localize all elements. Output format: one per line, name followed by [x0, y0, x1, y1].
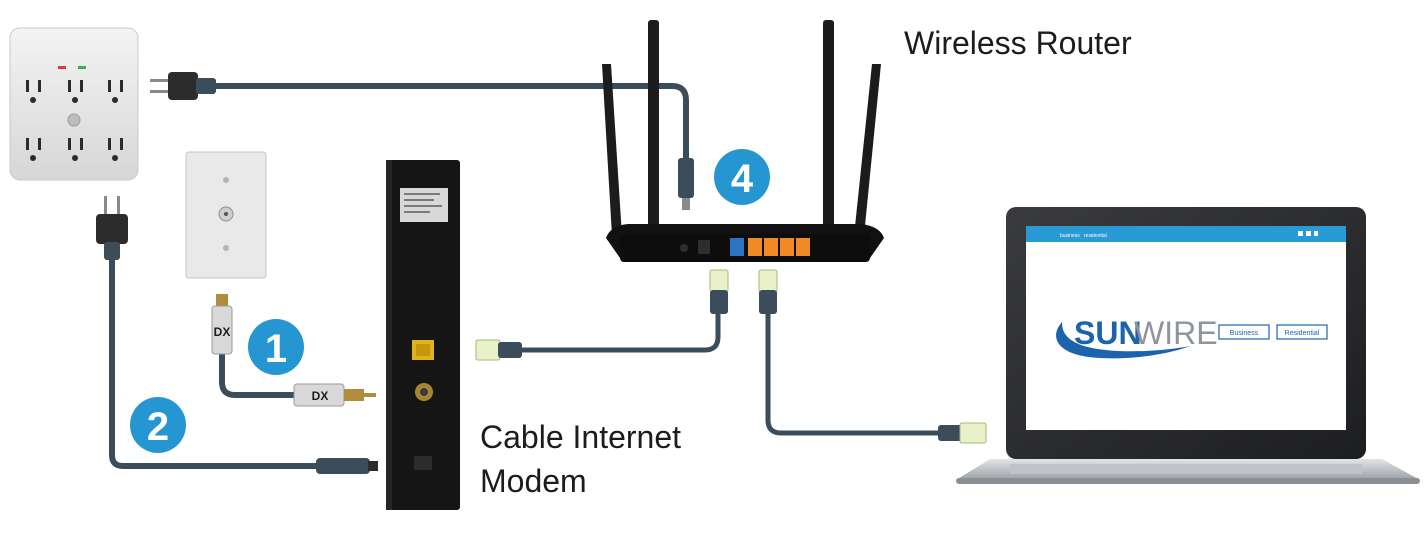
router-label: Wireless Router	[904, 25, 1132, 61]
website-residential-button-label: Residential	[1285, 330, 1320, 337]
modem-label-line2: Modem	[480, 463, 587, 499]
website-header-bar	[1026, 226, 1346, 242]
modem-label-line1: Cable Internet	[480, 419, 681, 455]
svg-text:DX: DX	[214, 325, 231, 339]
router-power-plug	[150, 72, 216, 100]
router-antennas	[602, 20, 881, 238]
wireless-router	[602, 20, 884, 262]
red-indicator-light	[58, 66, 66, 69]
website-residential-button[interactable]	[1276, 324, 1328, 340]
step-badge-4: 4	[714, 149, 770, 205]
facebook-icon[interactable]	[1314, 231, 1318, 236]
coax-connector-wall: DX	[211, 294, 233, 355]
website-business-button-label: Business	[1230, 330, 1259, 337]
power-outlet-strip	[9, 27, 139, 181]
social-icons	[1298, 231, 1318, 236]
ethernet-plug-router-wan	[709, 269, 729, 314]
outlet-sockets	[26, 80, 123, 161]
coax-connector-modem: DX	[293, 383, 376, 407]
ethernet-cable-modem-router	[520, 312, 721, 353]
ethernet-plug-router-lan	[758, 269, 778, 314]
svg-text:2: 2	[147, 405, 169, 449]
sunwire-logo: SUN WIRE	[1056, 315, 1218, 359]
router-wan-port	[730, 238, 744, 256]
twitter-icon[interactable]	[1306, 231, 1311, 236]
step-badge-1: 1	[248, 319, 304, 375]
router-lan-ports	[748, 238, 810, 256]
cable-modem	[386, 160, 460, 510]
svg-text:SUN: SUN	[1074, 315, 1142, 351]
coax-wall-plate	[185, 151, 267, 279]
linkedin-icon[interactable]	[1298, 231, 1303, 236]
modem-power-port	[414, 456, 432, 470]
power-cable-modem	[109, 258, 318, 469]
modem-power-connector	[316, 458, 378, 474]
svg-text:DX: DX	[312, 389, 329, 403]
power-cable-router	[215, 83, 689, 160]
modem-power-plug	[96, 196, 128, 260]
ethernet-plug-laptop	[938, 422, 987, 444]
step-badge-2: 2	[130, 397, 186, 453]
ethernet-plug-modem	[475, 339, 522, 361]
svg-text:WIRE: WIRE	[1134, 315, 1218, 351]
svg-text:1: 1	[265, 327, 287, 371]
coax-cable	[219, 352, 296, 398]
website-nav-residential[interactable]: residential	[1084, 233, 1107, 239]
svg-text:4: 4	[731, 157, 754, 201]
website-nav-business[interactable]: business	[1060, 233, 1080, 239]
green-indicator-light	[78, 66, 86, 69]
ethernet-cable-router-laptop	[765, 312, 940, 436]
laptop: business residential SUN WIRE Business R…	[956, 207, 1420, 484]
website-business-button[interactable]	[1218, 324, 1270, 340]
router-power-jack-plug	[678, 158, 694, 210]
